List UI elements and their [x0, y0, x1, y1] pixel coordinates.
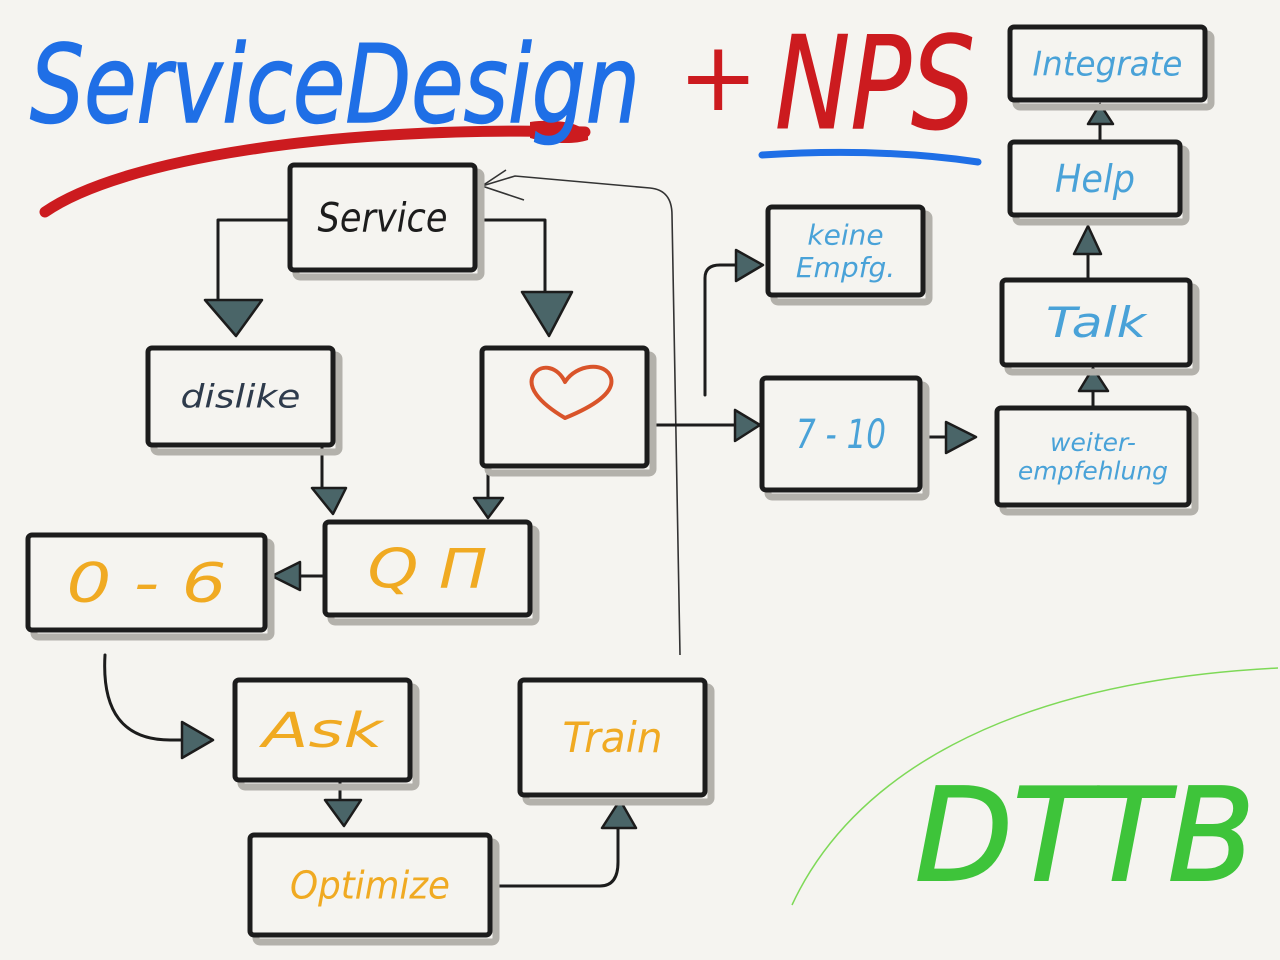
box-border — [999, 277, 1193, 368]
arrows-layer — [103, 102, 1115, 888]
box-border — [765, 204, 926, 298]
arrowhead-icon — [270, 560, 302, 592]
title-red-underline — [39, 125, 591, 218]
arrowhead-icon — [472, 496, 505, 520]
return-line — [481, 175, 681, 656]
box-border — [759, 375, 923, 493]
box-border — [25, 532, 268, 633]
label-qm: Q Π — [368, 537, 488, 600]
arrow-talk-to-help — [1072, 224, 1103, 282]
title-plus: + — [678, 21, 758, 133]
arrowhead-icon — [323, 798, 363, 828]
arrow-service-to-dislike — [203, 218, 292, 338]
arrow-help-to-integrate — [1086, 102, 1115, 144]
arrowhead-icon — [1072, 224, 1103, 256]
box-border — [247, 832, 493, 938]
arrow-recommend-to-talk — [1077, 366, 1110, 409]
label-no-recommend-line-1: keine — [807, 219, 883, 252]
arrow-line — [103, 653, 184, 742]
arrow-branch-to-no-recommend — [703, 248, 765, 397]
label-recommend-line-2: empfehlung — [1018, 457, 1168, 486]
box-border — [1007, 139, 1183, 218]
box-high-score: 7 - 10 — [759, 375, 930, 501]
return-line-chevron — [480, 169, 525, 201]
box-heart — [479, 345, 657, 477]
label-recommend-line-1: weiter- — [1050, 428, 1136, 457]
arrow-low-score-to-ask — [103, 653, 215, 760]
arrow-dislike-to-qm — [310, 446, 348, 516]
arrowhead-icon — [520, 290, 574, 338]
label-high-score: 7 - 10 — [796, 412, 886, 458]
signature-dttb: DTTB — [915, 762, 1255, 911]
label-ask: Ask — [258, 703, 385, 759]
box-recommend: weiter-empfehlung — [994, 405, 1199, 516]
box-border — [145, 345, 336, 448]
box-service: Service — [287, 162, 485, 281]
arrow-line — [298, 558, 327, 594]
box-help: Help — [1007, 139, 1190, 226]
arrow-heart-to-high-score — [646, 408, 762, 443]
arrow-qm-to-low-score — [270, 558, 327, 594]
arrowhead-icon — [310, 486, 348, 516]
arrowhead-icon — [734, 248, 765, 283]
title-red-underline-blob — [530, 120, 589, 144]
title-service-design: ServiceDesign — [30, 23, 640, 148]
box-border — [994, 405, 1192, 508]
box-dislike: dislike — [145, 345, 343, 456]
box-optimize: Optimize — [247, 832, 500, 946]
box-integrate: Integrate — [1007, 24, 1215, 111]
label-optimize: Optimize — [290, 863, 450, 907]
label-service: Service — [318, 196, 448, 242]
arrow-optimize-to-train — [488, 798, 638, 888]
arrowhead-icon — [180, 720, 215, 760]
label-low-score: 0 - 6 — [67, 551, 227, 614]
box-talk: Talk — [999, 277, 1200, 376]
label-train: Train — [563, 713, 663, 762]
box-border — [287, 162, 478, 273]
box-ask: Ask — [232, 677, 420, 791]
label-no-recommend-line-2: Empfg. — [796, 251, 895, 284]
box-qm: Q Π — [322, 519, 540, 626]
arrow-service-to-heart — [473, 218, 574, 338]
green-decorative-curve — [791, 667, 1279, 906]
arrow-line — [488, 826, 620, 888]
heart-icon — [529, 364, 614, 420]
arrowhead-icon — [1077, 366, 1110, 393]
box-border — [1007, 24, 1208, 103]
arrowhead-icon — [600, 798, 638, 830]
arrowhead-icon — [733, 408, 762, 443]
box-border — [322, 519, 533, 618]
box-border — [232, 677, 413, 783]
arrow-line — [473, 218, 547, 294]
title-group: ServiceDesign + NPS — [29, 10, 982, 218]
box-low-score: 0 - 6 — [25, 532, 275, 641]
label-help: Help — [1055, 157, 1135, 201]
box-border — [517, 677, 708, 798]
label-dislike: dislike — [181, 378, 301, 416]
label-integrate: Integrate — [1033, 44, 1183, 84]
arrow-line — [703, 263, 738, 397]
arrowhead-icon — [944, 420, 978, 455]
arrow-line — [216, 218, 292, 302]
nps-blue-underline — [758, 148, 982, 166]
box-border — [479, 345, 650, 469]
title-nps: NPS — [775, 10, 975, 159]
arrowhead-icon — [203, 298, 264, 338]
label-talk: Talk — [1046, 298, 1148, 347]
box-train: Train — [517, 677, 715, 806]
arrowhead-icon — [1086, 102, 1115, 126]
